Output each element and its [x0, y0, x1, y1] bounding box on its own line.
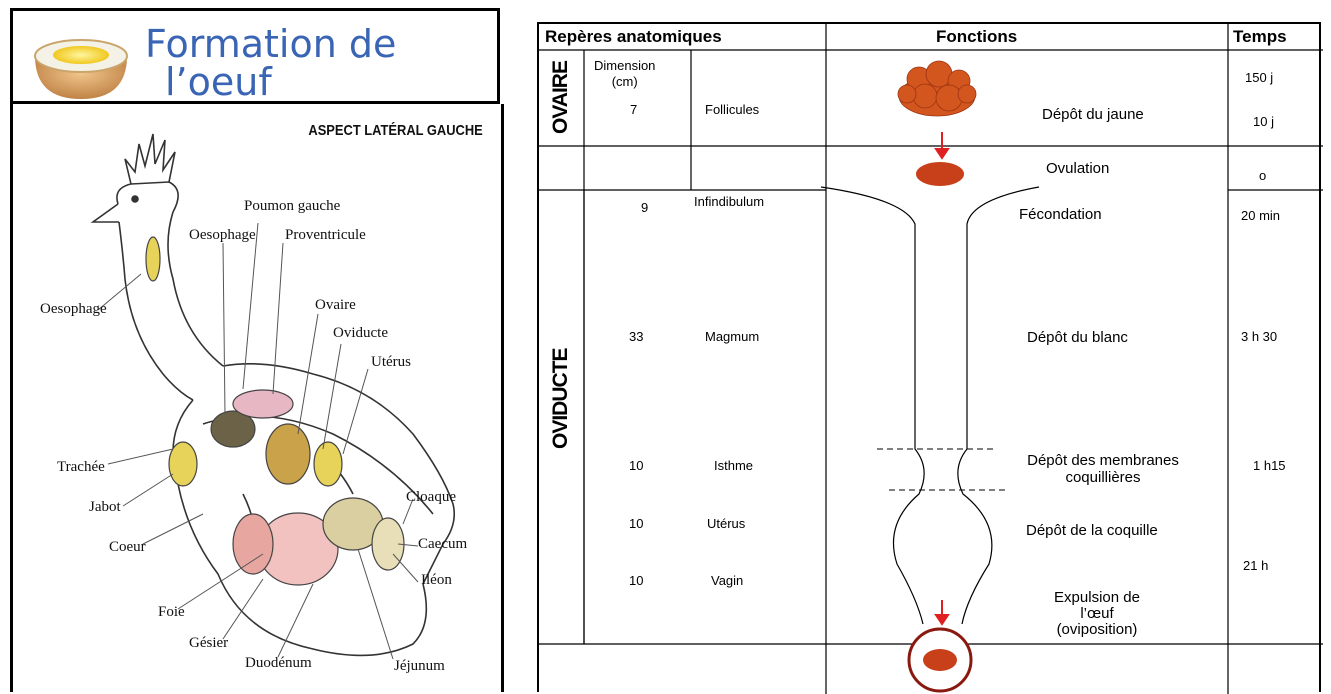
lung-shape	[233, 390, 293, 418]
row-ovulation-temps: o	[1259, 168, 1266, 183]
row-follicules-temps-a: 150 j	[1245, 70, 1273, 85]
row-uterus-dim: 10	[629, 516, 643, 531]
row-uterus-fonction: Dépôt de la coquille	[1026, 522, 1158, 539]
oviducte-shape	[314, 442, 342, 486]
row-ovulation-fonction: Ovulation	[1046, 160, 1109, 177]
row-vagin-fonction-l1: Expulsion de	[1054, 589, 1140, 606]
row-uterus-organ: Utérus	[707, 516, 745, 531]
label-poumon-gauche: Poumon gauche	[244, 198, 340, 215]
header-fonctions: Fonctions	[936, 27, 1017, 47]
row-infundibulum-organ: Infindibulum	[694, 194, 764, 209]
label-duodenum: Duodénum	[245, 655, 312, 672]
row-follicules-fonction: Dépôt du jaune	[1042, 106, 1144, 123]
label-proventricule: Proventricule	[285, 227, 366, 244]
title-box: Formation de l’oeuf	[10, 8, 500, 104]
row-vagin-fonction-l3: (oviposition)	[1057, 621, 1138, 638]
row-infundibulum-temps: 20 min	[1241, 208, 1280, 223]
label-ovaire: Ovaire	[315, 297, 356, 314]
hen-anatomy-drawing	[13, 104, 501, 692]
row-isthme-temps: 1 h15	[1253, 458, 1286, 473]
row-vagin-dim: 10	[629, 573, 643, 588]
header-reperes: Repères anatomiques	[545, 27, 722, 47]
label-oesophage-left: Oesophage	[40, 301, 107, 318]
header-temps: Temps	[1233, 27, 1287, 47]
row-magnum-fonction: Dépôt du blanc	[1027, 329, 1128, 346]
row-magnum-organ: Magmum	[705, 329, 759, 344]
row-isthme-fonction: Dépôt des membranes coquillières	[985, 452, 1221, 486]
row-follicules-temps-b: 10 j	[1253, 114, 1274, 129]
head-outline	[117, 182, 178, 212]
label-gesier: Gésier	[189, 635, 228, 652]
row-follicules-organ: Follicules	[705, 102, 759, 117]
table-grid	[539, 24, 1323, 694]
label-trachee: Trachée	[57, 459, 105, 476]
ovulated-ovum	[916, 162, 964, 186]
page-title: Formation de l’oeuf	[145, 25, 396, 101]
row-magnum-temps: 3 h 30	[1241, 329, 1277, 344]
label-coeur: Coeur	[109, 539, 146, 556]
label-cloaque: Cloaque	[406, 489, 456, 506]
oesophagus-yellow	[146, 237, 160, 281]
label-foie: Foie	[158, 604, 185, 621]
label-jabot: Jabot	[89, 499, 121, 516]
label-caecum: Caecum	[418, 536, 467, 553]
row-isthme-dim: 10	[629, 458, 643, 473]
egg-icon	[21, 11, 151, 101]
row-follicules-dim: 7	[630, 102, 637, 117]
ovary-shape	[266, 424, 310, 484]
eye	[132, 196, 138, 202]
title-line-2: l’oeuf	[145, 63, 396, 101]
row-infundibulum-dim: 9	[641, 200, 648, 215]
row-isthme-organ: Isthme	[714, 458, 753, 473]
oviduct-drawing	[821, 187, 1039, 624]
row-isthme-fonction-l2: coquillières	[1065, 469, 1140, 486]
laid-egg-yolk	[923, 649, 957, 671]
row-vagin-organ: Vagin	[711, 573, 743, 588]
label-ileon: Iléon	[421, 572, 452, 589]
follicles-cluster	[898, 61, 976, 116]
hen-anatomy-panel: ASPECT LATÉRAL GAUCHE	[10, 104, 504, 692]
beak-outline	[93, 204, 119, 222]
row-vagin-temps: 21 h	[1243, 558, 1268, 573]
comb-outline	[125, 134, 175, 184]
egg-formation-table: Repères anatomiques Fonctions Temps Dime…	[537, 22, 1321, 692]
label-uterus: Utérus	[371, 354, 411, 371]
label-oviducte: Oviducte	[333, 325, 388, 342]
dimension-header: Dimension (cm)	[594, 58, 655, 90]
section-ovaire: OVAIRE	[549, 61, 573, 134]
row-magnum-dim: 33	[629, 329, 643, 344]
label-oesophage-top: Oesophage	[189, 227, 256, 244]
row-vagin-fonction: Expulsion de l’œuf (oviposition)	[1017, 590, 1177, 638]
jabot-shape	[169, 442, 197, 486]
row-vagin-fonction-l2: l’œuf	[1080, 605, 1113, 622]
row-isthme-fonction-l1: Dépôt des membranes	[1027, 452, 1179, 469]
section-oviducte: OVIDUCTE	[549, 348, 573, 449]
gizzard-shape	[233, 514, 273, 574]
row-infundibulum-fonction: Fécondation	[1019, 206, 1102, 223]
label-jejunum: Jéjunum	[394, 658, 445, 675]
